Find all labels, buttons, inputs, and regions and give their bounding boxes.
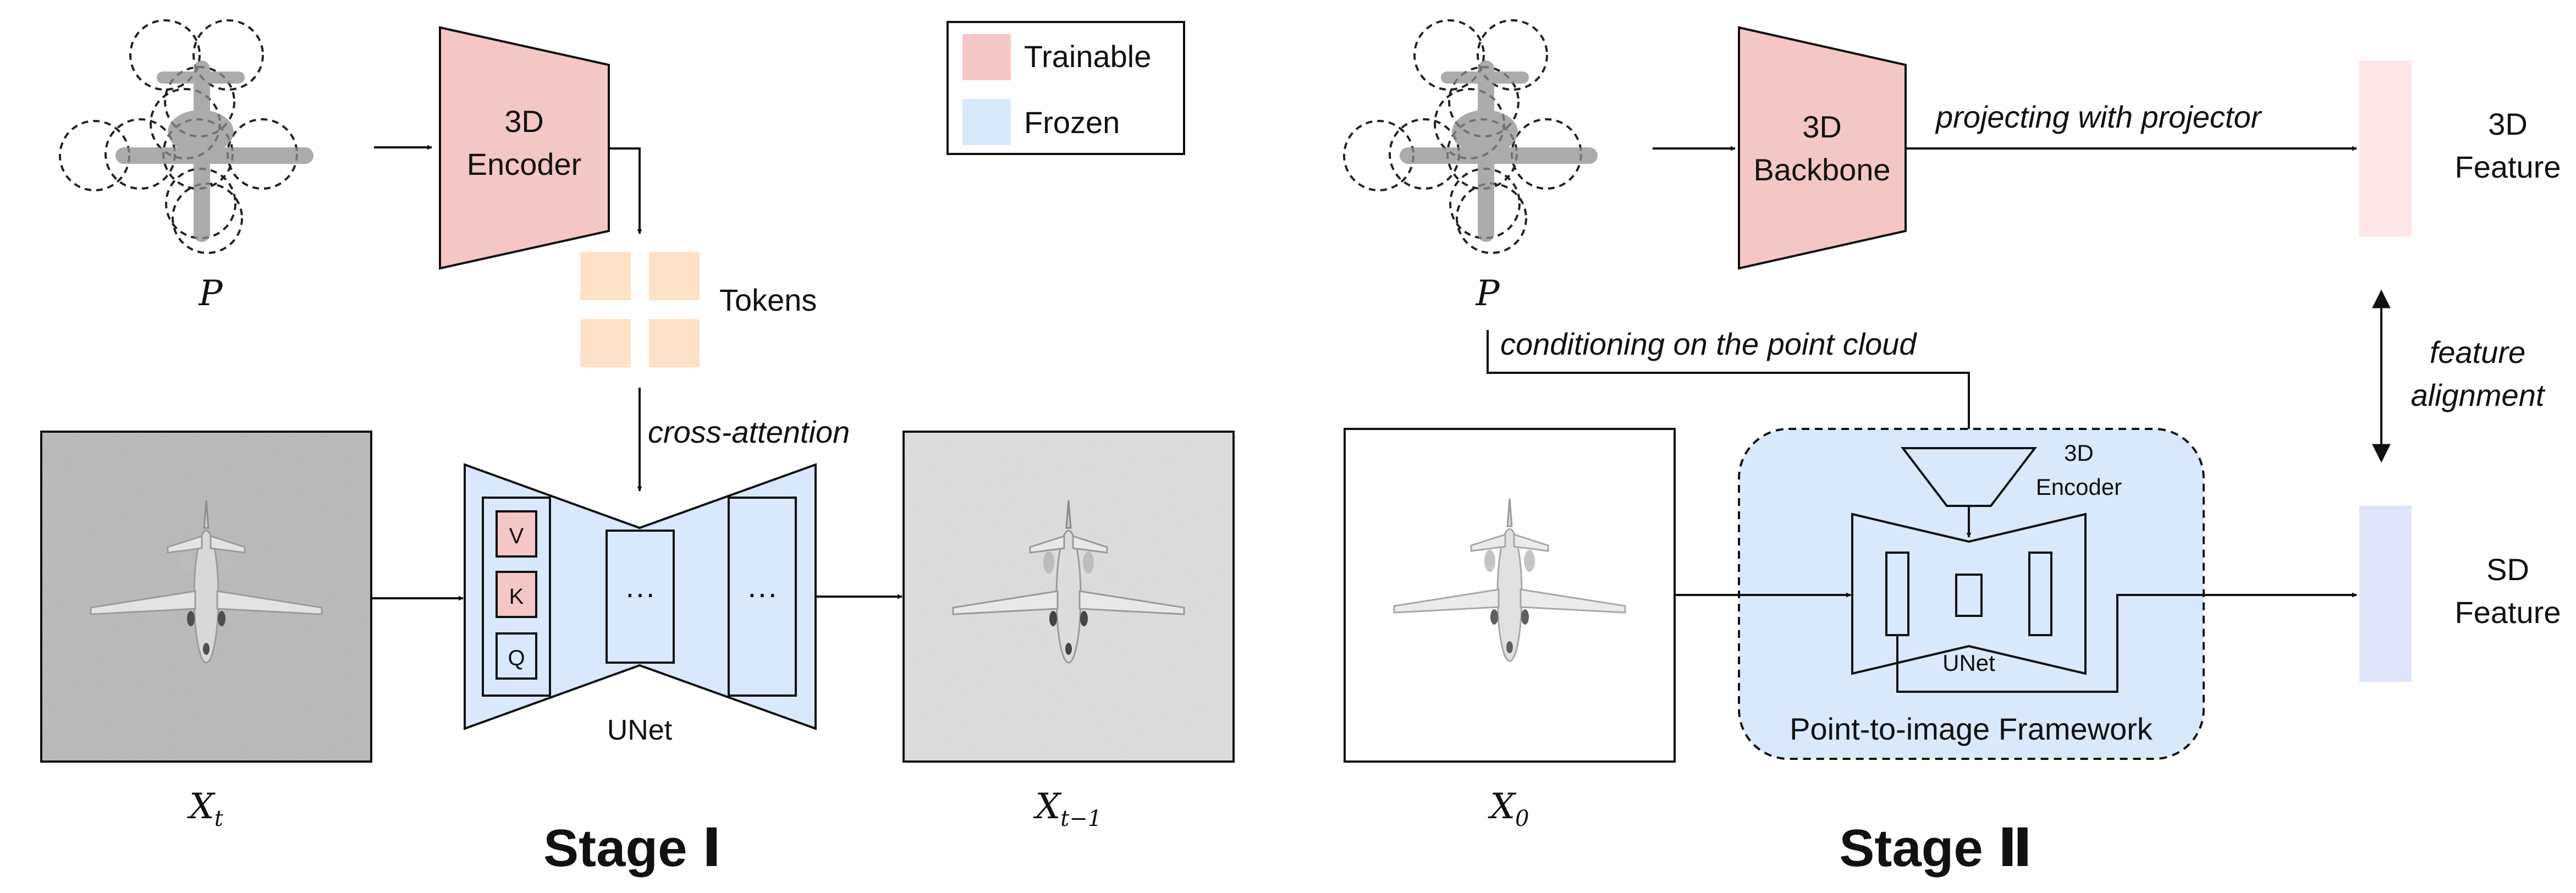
encoder-label-line2: Encoder [467,147,582,181]
stage2-unet-right-block [2028,552,2052,636]
stage1-unet-label: UNet [607,714,673,746]
attention-block [482,497,551,697]
stage2-point-cloud: P [1343,19,1598,314]
cross-attention-label: cross-attention [648,415,850,449]
legend-trainable-label: Trainable [1024,39,1151,74]
stage2-point-cloud-label: P [1475,273,1500,314]
point-to-image-framework: 3D Encoder UNet Point-to-image Framework [1738,428,2205,760]
stage1-point-cloud-label: P [198,273,223,314]
arrow-unet-to-sd-feature [1896,592,2357,693]
unet-middle-block [606,530,675,664]
sd-feature-label-line1: SD [2486,552,2529,587]
stage2-unet [1851,512,2087,675]
xt-1-label: Xt−1 [1033,786,1102,831]
tokens: Tokens [580,252,817,367]
feature-3d-label-line2: Feature [2455,150,2561,184]
stage2-title: Stage Ⅱ [1839,819,2032,878]
point-cloud-points [1400,60,1598,242]
stage1-title: Stage Ⅰ [543,819,722,878]
noisy-image-xt [40,431,372,763]
framework-label: Point-to-image Framework [1790,712,2153,746]
tokens-label: Tokens [719,283,817,317]
token-block [649,319,700,367]
feature-alignment-line2: alignment [2411,378,2546,412]
feature-sd-bar [2359,506,2412,682]
backbone-label-line2: Backbone [1753,152,1890,187]
attn-q-label: Q [508,646,525,670]
x0-label: X0 [1487,786,1529,831]
stage1-point-cloud: P [59,19,313,314]
point-cloud-points [115,60,313,242]
unet-right-dots: ··· [747,576,778,610]
legend-frozen-swatch [962,99,1011,145]
arrow-encoder-to-tokens [609,147,642,234]
stage2-3d-encoder [1900,447,2038,507]
attn-q-box [496,632,537,680]
token-block [580,252,631,300]
feature-3d-label-line1: 3D [2488,107,2528,141]
stage2-3d-backbone: 3D Backbone [1738,26,1907,270]
unet-right-block [728,497,797,697]
stage2-encoder-label-line2: Encoder [2036,474,2122,500]
stage1-3d-encoder: 3D Encoder [439,26,610,270]
stage1-unet: V K Q ··· ··· UNet [464,463,817,746]
feature-sd: SD Feature [2359,506,2561,682]
conditioning-arrow [1487,330,1972,448]
feature-3d: 3D Feature [2359,60,2561,236]
attn-v-label: V [509,524,524,548]
legend-trainable-swatch [962,34,1011,80]
unet-middle-dots: ··· [625,576,656,610]
stage2-encoder-label-line1: 3D [2064,440,2094,466]
denoised-image-xt-1 [902,431,1235,763]
legend-frozen-label: Frozen [1024,105,1120,140]
attn-k-box [496,571,537,618]
legend: Trainable Frozen [946,21,1185,155]
attn-k-label: K [509,585,524,609]
projecting-label: projecting with projector [1935,100,2263,134]
encoder-label-line1: 3D [504,104,544,139]
backbone-label-line1: 3D [1802,109,1842,144]
token-block [580,319,631,367]
xt-label: Xt [186,786,224,831]
feature-alignment-line1: feature [2430,335,2525,370]
feature-3d-bar [2359,60,2412,236]
stage2-unet-label: UNet [1942,650,1995,676]
sd-feature-label-line2: Feature [2455,595,2561,630]
conditioning-label: conditioning on the point cloud [1500,327,1917,361]
stage2-unet-middle-block [1955,574,1983,617]
attn-v-box [496,510,537,558]
token-block [649,252,700,300]
clean-image-x0 [1344,428,1676,763]
